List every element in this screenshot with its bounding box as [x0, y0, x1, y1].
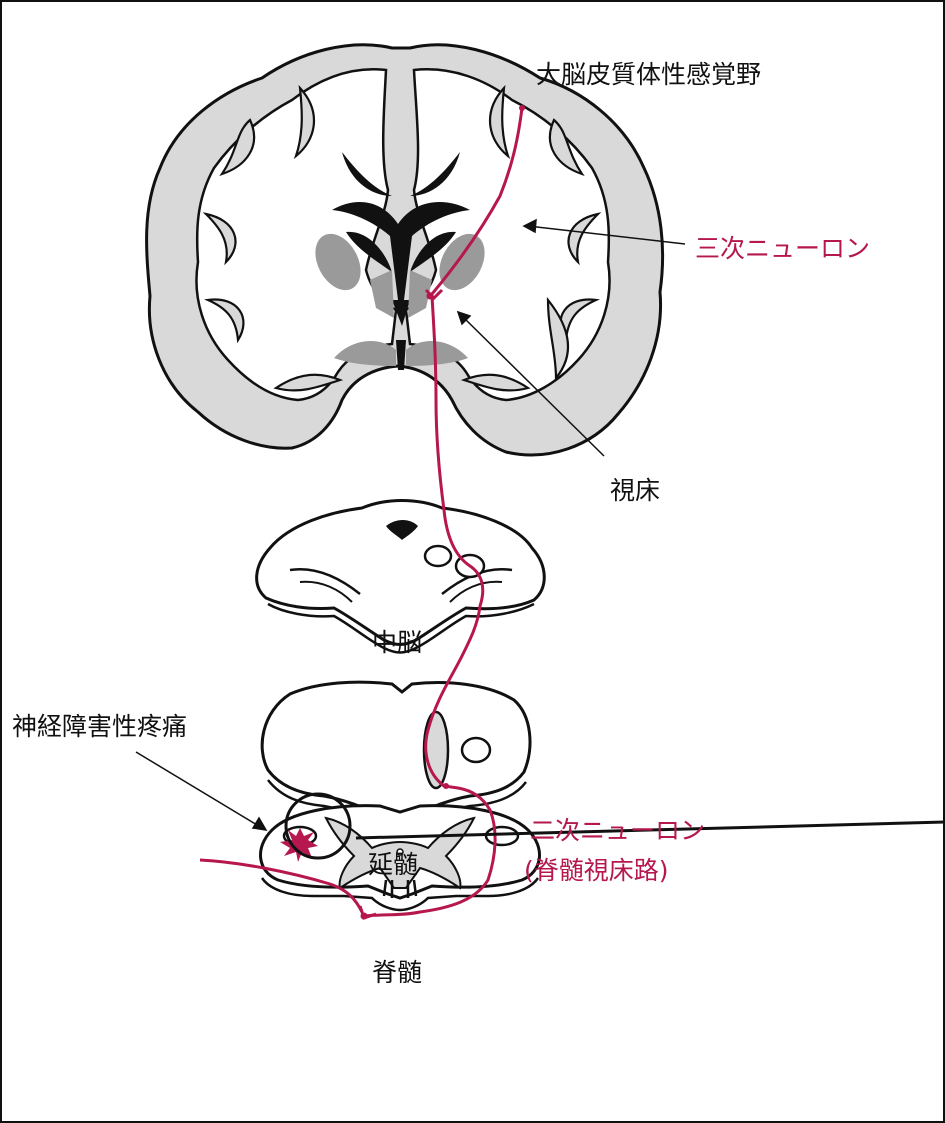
third-neuron-label: 三次ニューロン	[695, 236, 870, 261]
midbrain-label: 中脳	[372, 630, 422, 655]
second-neuron-label: 二次ニューロン	[530, 818, 705, 843]
thalamus-label: 視床	[610, 478, 660, 503]
cortex-label: 大脳皮質体性感覚野	[536, 62, 761, 87]
medulla-label: 延髄	[368, 852, 418, 877]
spinal-cord-label: 脊髄	[372, 960, 422, 985]
brain-coronal-section	[147, 45, 663, 455]
spinothalamic-label: (脊髄視床路)	[524, 858, 669, 883]
neuropathic-pain-label: 神経障害性疼痛	[12, 714, 187, 739]
